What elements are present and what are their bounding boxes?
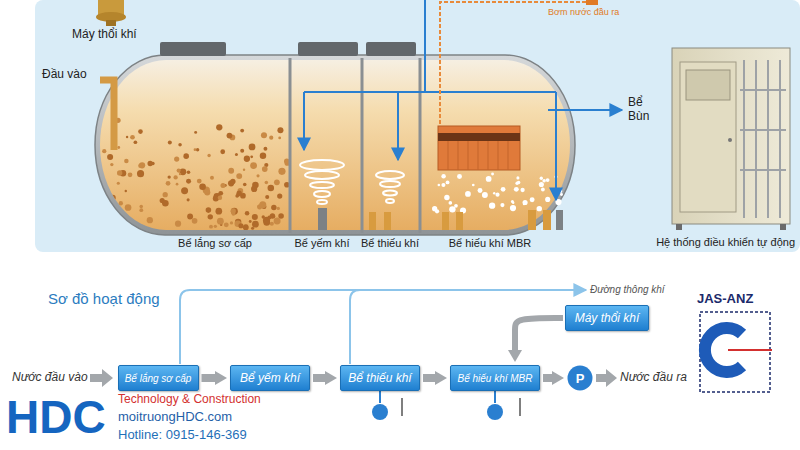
equipment-label: Bơm nước đầu ra <box>548 7 619 17</box>
blower-icon <box>96 0 126 26</box>
diffusers <box>318 208 563 230</box>
section-heading: Sơ đồ hoạt động <box>48 290 160 307</box>
flow-label: Nước đầu vào <box>12 371 88 385</box>
control-cabinet <box>672 48 790 230</box>
brand-website: moitruongHDC.com <box>118 410 232 425</box>
brand-tagline: Technology & Construction <box>118 393 261 407</box>
box-text: Bể yếm khí <box>240 371 300 385</box>
mixing-swirl <box>300 160 404 204</box>
equipment-label: Bể Bùn <box>628 96 658 124</box>
box-text: Bể hiếu khí MBR <box>457 373 532 384</box>
pump-circle: P <box>567 365 593 391</box>
equipment-label: Máy thổi khí <box>72 28 137 42</box>
box-text: Bể lắng sơ cấp <box>125 373 192 384</box>
equipment-label: Hệ thống điều khiển tự động <box>656 236 795 249</box>
sludge-dots <box>102 118 290 230</box>
dosing-pumps <box>372 391 520 420</box>
tank-label: Bể lắng sơ cấp <box>178 237 252 250</box>
inlet-pipe <box>100 80 114 150</box>
air-arrow <box>515 318 563 350</box>
tank-lids <box>160 42 416 56</box>
mbr-membrane <box>438 126 520 170</box>
tank-liquid <box>100 60 570 230</box>
tank-label: Bể thiếu khí <box>361 237 419 250</box>
outlet-pump <box>440 0 598 126</box>
vent-line <box>180 290 586 364</box>
box-text: Bể thiếu khí <box>348 371 411 385</box>
panel-ground <box>35 0 800 252</box>
line-label: Đường thông khí <box>590 284 665 296</box>
equipment-box: Máy thổi khí <box>565 305 649 331</box>
pump-symbol: P <box>576 371 585 386</box>
inlet-label: Đầu vào <box>42 68 87 82</box>
tank-label: Bể hiếu khí MBR <box>449 237 532 250</box>
air-pipes <box>304 0 622 200</box>
flow-arrow <box>202 374 216 382</box>
process-box: Bể yếm khí <box>230 365 310 391</box>
tank-label: Bể yếm khí <box>294 237 349 250</box>
process-box: Bể lắng sơ cấp <box>118 365 199 391</box>
flow-label: Nước đầu ra <box>620 371 687 385</box>
tank-walls <box>290 58 420 233</box>
process-box: Bể hiếu khí MBR <box>450 365 540 391</box>
certification-logo <box>700 312 772 392</box>
flow-arrow <box>313 374 325 382</box>
tank-shell <box>95 55 575 235</box>
air-bubbles <box>432 173 563 214</box>
brand-hotline: Hotline: 0915-146-369 <box>118 428 247 443</box>
flow-arrow <box>423 374 435 382</box>
box-text: Máy thổi khí <box>575 311 640 325</box>
brand-logo: HDC <box>6 394 106 440</box>
process-box: Bể thiếu khí <box>340 365 420 391</box>
logo-text: JAS-ANZ <box>697 292 753 307</box>
flow-arrow <box>543 374 552 382</box>
